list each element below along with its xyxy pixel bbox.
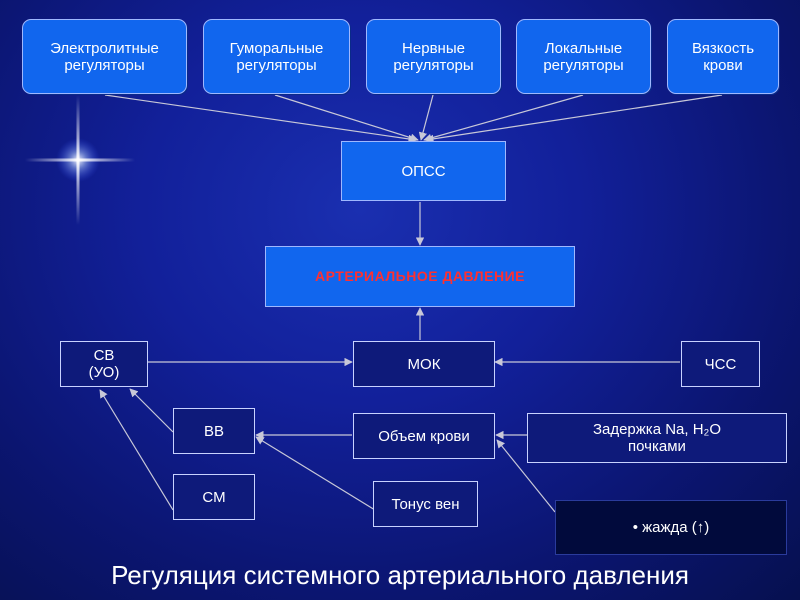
humoral-regulators-label: Гуморальные регуляторы xyxy=(229,39,324,74)
vv-box: ВВ xyxy=(173,408,255,454)
mok-label: МОК xyxy=(407,355,441,373)
vein-tone-box: Тонус вен xyxy=(373,481,478,527)
na-h2o-retention-label: Задержка Na, H₂O почками xyxy=(592,421,722,455)
blood-viscosity-box: Вязкость крови xyxy=(667,19,779,94)
link-thirst-blood-volume xyxy=(496,439,556,513)
sm-box: СМ xyxy=(173,474,255,520)
nervous-regulators-box: Нервные регуляторы xyxy=(366,19,501,94)
thirst-box: • жажда (↑) xyxy=(555,500,787,555)
link-vein-tone-vv xyxy=(255,436,376,511)
thirst-label: • жажда (↑) xyxy=(632,519,710,536)
link-vv-sv xyxy=(129,388,174,433)
link-nervous-opss xyxy=(418,94,434,141)
nervous-regulators-label: Нервные регуляторы xyxy=(393,39,474,74)
link-viscosity-opss xyxy=(425,94,723,144)
sv-box: СВ (УО) xyxy=(60,341,148,387)
local-regulators-label: Локальные регуляторы xyxy=(543,39,624,74)
slide-title: Регуляция системного артериального давле… xyxy=(111,560,689,590)
na-h2o-retention-box: Задержка Na, H₂O почками xyxy=(527,413,787,463)
vv-label: ВВ xyxy=(203,422,224,440)
arterial-pressure-box: АРТЕРИАЛЬНОЕ ДАВЛЕНИЕ xyxy=(265,246,575,307)
electrolyte-regulators-box: Электролитные регуляторы xyxy=(22,19,187,94)
link-humoral-opss xyxy=(274,94,419,142)
link-electrolyte-opss xyxy=(104,94,417,144)
arterial-pressure-label: АРТЕРИАЛЬНОЕ ДАВЛЕНИЕ xyxy=(315,268,525,284)
link-sm-sv xyxy=(99,389,174,511)
chss-label: ЧСС xyxy=(704,355,737,373)
sv-label: СВ (УО) xyxy=(88,347,120,381)
blood-volume-box: Объем крови xyxy=(353,413,495,459)
opss-label: ОПСС xyxy=(401,162,446,180)
mok-box: МОК xyxy=(353,341,495,387)
chss-box: ЧСС xyxy=(681,341,760,387)
local-regulators-box: Локальные регуляторы xyxy=(516,19,651,94)
blood-viscosity-label: Вязкость крови xyxy=(691,39,755,74)
opss-box: ОПСС xyxy=(341,141,506,201)
vein-tone-label: Тонус вен xyxy=(391,495,460,513)
link-local-opss xyxy=(423,94,584,142)
humoral-regulators-box: Гуморальные регуляторы xyxy=(203,19,350,94)
electrolyte-regulators-label: Электролитные регуляторы xyxy=(50,39,159,74)
sm-label: СМ xyxy=(202,488,226,506)
blood-volume-label: Объем крови xyxy=(378,427,470,445)
